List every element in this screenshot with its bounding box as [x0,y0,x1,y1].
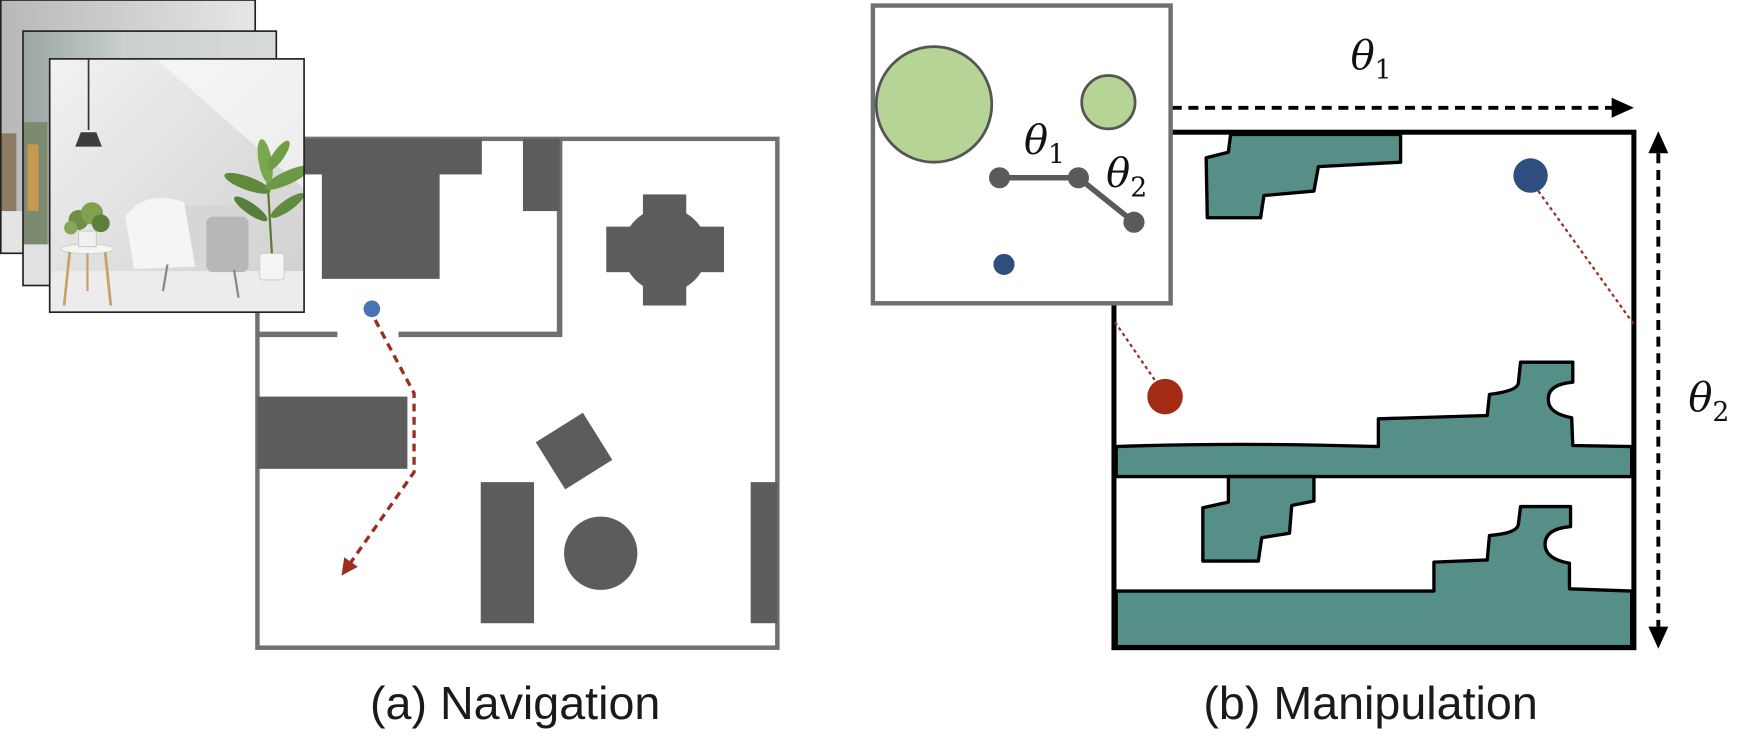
theta1-axis-arrow [1171,97,1634,118]
agent-start-dot [363,300,381,318]
cspace-obstacles [1114,132,1634,649]
cspace-red-dot [1147,378,1183,415]
cspace-obstacle-band-upper [1114,360,1634,479]
obstacle-round-table [564,516,638,590]
arm-end-effector [1123,211,1145,233]
theta1-axis-label: θ1 [1351,33,1392,86]
obstacle-rotated-square [535,412,613,490]
arm-theta1-label: θ1 [1024,117,1065,170]
cspace-obstacle-top [1204,132,1403,220]
caption-navigation: (a) Navigation [370,677,660,729]
side-table-icon [60,243,115,306]
blue-point-projection-line [1537,190,1635,326]
obstacle-top-left-block-lower [321,138,440,279]
obstacle-left-block [257,396,408,469]
obstacle-tall-block [480,482,535,624]
small-plant-icon [64,202,110,248]
navigation-trajectory [341,319,416,576]
arm-theta2-label: θ2 [1106,151,1147,204]
red-point-projection-line [1114,321,1158,383]
obstacles-navigation [257,138,778,624]
caption-manipulation: (b) Manipulation [1203,677,1537,729]
theta2-axis-label: θ2 [1688,375,1729,428]
theta2-axis-arrow [1648,131,1669,649]
workspace-inset: θ1 θ2 [870,3,1173,306]
pendant-lamp-icon [75,58,102,147]
workspace-goal-blue-dot [993,253,1015,275]
cspace-obstacle-band-lower [1114,504,1634,649]
obstacle-top-small-block [522,138,560,212]
tall-plant-icon [224,139,305,281]
arm-elbow-joint [1067,167,1089,189]
obstacle-right-block [750,482,778,624]
manipulation-panel: θ1 θ2 θ1 θ2 [870,3,1729,729]
workspace-obstacle-small-circle [1080,74,1137,131]
navigation-panel: (a) Navigation [0,0,780,729]
obstacle-cross-table [606,194,725,306]
workspace-obstacle-large-circle [874,45,994,164]
photo-front-living-room [48,58,305,314]
cspace-obstacle-middle [1201,474,1316,563]
arm-base-joint [988,167,1011,189]
robot-arm [988,167,1145,233]
armchair-icon [125,197,249,298]
cspace-goal-blue-dot [1513,158,1548,193]
